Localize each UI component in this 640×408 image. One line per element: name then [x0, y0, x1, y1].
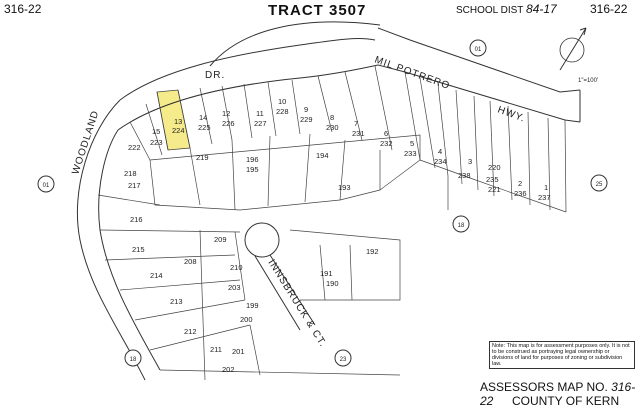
svg-text:4: 4 [438, 147, 442, 156]
svg-text:216: 216 [130, 215, 143, 224]
woodland-label: WOODLAND [70, 109, 101, 176]
north-boundary [209, 21, 381, 67]
svg-text:8: 8 [330, 113, 334, 122]
svg-text:23: 23 [340, 357, 347, 363]
svg-text:224: 224 [172, 126, 185, 135]
svg-text:191: 191 [320, 269, 333, 278]
north-lots [129, 65, 421, 161]
svg-text:6: 6 [384, 129, 388, 138]
disclaimer-note: Note: This map is for assessment purpose… [489, 341, 635, 369]
svg-text:202: 202 [222, 365, 235, 374]
mil-potrero-north [377, 27, 581, 93]
page-number-left: 316-22 [4, 2, 42, 16]
svg-text:199: 199 [246, 301, 259, 310]
school-district: SCHOOL DIST 84-17 [456, 2, 557, 16]
svg-text:222: 222 [128, 143, 141, 152]
svg-text:237: 237 [538, 193, 551, 202]
innsbruck-cul-de-sac [244, 222, 280, 258]
svg-text:01: 01 [475, 47, 482, 53]
circled-refs: 01 01 25 18 18 23 [37, 39, 608, 367]
parcel-numbers: 222 223 15 13 224 14 225 12 226 11 227 1… [124, 97, 551, 374]
svg-text:210: 210 [230, 263, 243, 272]
innsbruck-ct-east [269, 254, 316, 326]
svg-text:11: 11 [256, 109, 264, 118]
page-number-right: 316-22 [590, 2, 628, 16]
svg-text:9: 9 [304, 105, 308, 114]
svg-text:234: 234 [434, 157, 447, 166]
svg-text:12: 12 [222, 109, 230, 118]
svg-text:211: 211 [210, 345, 222, 354]
svg-text:214: 214 [150, 271, 163, 280]
woodland-dr-inner [117, 64, 379, 131]
svg-text:14: 14 [199, 113, 207, 122]
svg-text:228: 228 [276, 107, 289, 116]
svg-text:223: 223 [150, 138, 163, 147]
tract-title: TRACT 3507 [268, 2, 367, 19]
innsbruck-label: INNSBRUCK & CT. [265, 258, 328, 350]
innsbruck-ct-west [254, 255, 301, 331]
svg-text:195: 195 [246, 165, 259, 174]
svg-text:15: 15 [152, 127, 160, 136]
svg-text:18: 18 [130, 357, 137, 363]
assessors-map-label: ASSESSORS MAP NO. 316-22 [480, 380, 636, 408]
svg-text:212: 212 [184, 327, 197, 336]
svg-text:201: 201 [232, 347, 245, 356]
svg-text:13: 13 [174, 117, 182, 126]
svg-text:1"=100': 1"=100' [578, 78, 598, 84]
woodland-dr-outer [119, 38, 376, 101]
svg-text:213: 213 [170, 297, 183, 306]
svg-text:196: 196 [246, 155, 259, 164]
svg-text:200: 200 [240, 315, 253, 324]
svg-text:7: 7 [354, 119, 358, 128]
interior-lots [97, 133, 421, 381]
svg-text:5: 5 [410, 139, 414, 148]
svg-text:203: 203 [228, 283, 241, 292]
svg-text:221: 221 [488, 185, 501, 194]
svg-text:233: 233 [404, 149, 417, 158]
svg-text:18: 18 [458, 223, 465, 229]
svg-text:232: 232 [380, 139, 393, 148]
svg-text:226: 226 [222, 119, 235, 128]
svg-text:10: 10 [278, 97, 286, 106]
mil-potrero-label: MIL POTRERO [373, 54, 451, 92]
mil-potrero-south [377, 64, 581, 123]
svg-text:231: 231 [352, 129, 365, 138]
woodland-west-outer [76, 99, 146, 381]
dr-label: DR. [205, 70, 225, 81]
svg-text:230: 230 [326, 123, 339, 132]
svg-text:238: 238 [458, 171, 471, 180]
svg-text:01: 01 [43, 183, 50, 189]
svg-text:2: 2 [518, 179, 522, 188]
county-label: COUNTY OF KERN [512, 394, 620, 408]
svg-text:193: 193 [338, 183, 351, 192]
svg-text:220: 220 [488, 163, 501, 172]
svg-text:219: 219 [196, 153, 209, 162]
svg-text:208: 208 [184, 257, 197, 266]
svg-text:218: 218 [124, 169, 137, 178]
svg-text:217: 217 [128, 181, 141, 190]
svg-text:215: 215 [132, 245, 145, 254]
map-number: 316-22 [480, 380, 636, 408]
east-lots [404, 71, 567, 213]
svg-text:235: 235 [486, 175, 499, 184]
svg-text:192: 192 [366, 247, 379, 256]
svg-text:25: 25 [596, 182, 603, 188]
svg-text:209: 209 [214, 235, 227, 244]
north-arrow-icon: 1"=100' [559, 27, 598, 84]
svg-text:229: 229 [300, 115, 313, 124]
svg-text:1: 1 [544, 183, 548, 192]
svg-text:194: 194 [316, 151, 329, 160]
svg-text:190: 190 [326, 279, 339, 288]
svg-text:225: 225 [198, 123, 211, 132]
svg-text:227: 227 [254, 119, 267, 128]
svg-text:236: 236 [514, 189, 527, 198]
school-dist-label: SCHOOL DIST [456, 5, 524, 16]
svg-text:3: 3 [468, 157, 472, 166]
school-dist-value: 84-17 [526, 2, 557, 16]
